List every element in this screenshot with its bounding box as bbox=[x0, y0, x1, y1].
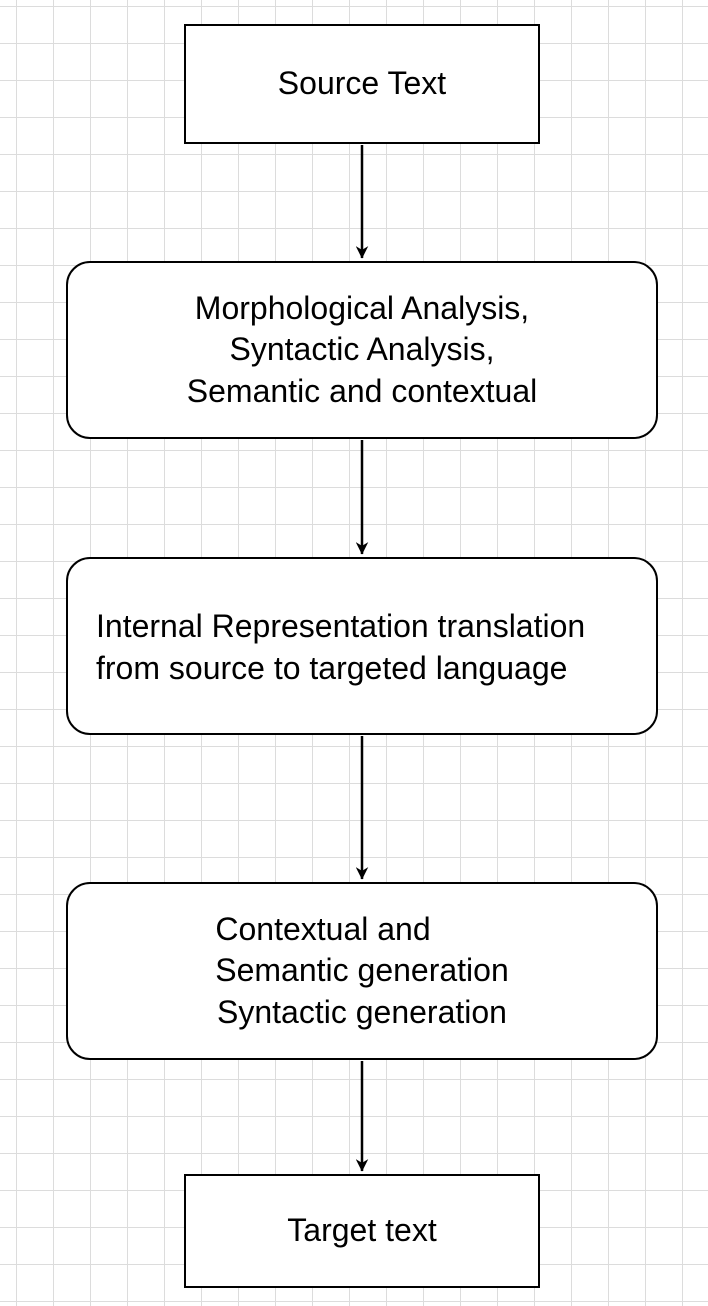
generation-line-3: Syntactic generation bbox=[217, 993, 507, 1030]
analysis-box[interactable]: Morphological Analysis, Syntactic Analys… bbox=[66, 261, 658, 439]
source-text-box[interactable]: Source Text bbox=[184, 24, 540, 144]
internal-representation-line-1: Internal Representation translation bbox=[96, 608, 586, 645]
internal-representation-line-2: from source to targeted language bbox=[96, 650, 568, 686]
generation-box[interactable]: Contextual and Semantic generation Synta… bbox=[66, 882, 658, 1060]
analysis-line-3: Semantic and contextual bbox=[186, 372, 538, 409]
analysis-line-1: Morphological Analysis, bbox=[194, 289, 530, 326]
source-text-label: Source Text bbox=[277, 65, 447, 102]
generation-line-2: Semantic generation bbox=[215, 952, 509, 989]
target-text-box[interactable]: Target text bbox=[184, 1174, 540, 1288]
internal-representation-box[interactable]: Internal Representation translation from… bbox=[66, 557, 658, 735]
target-text-label: Target text bbox=[287, 1212, 437, 1249]
analysis-line-2: Syntactic Analysis, bbox=[229, 331, 495, 368]
generation-line-1: Contextual and bbox=[215, 910, 431, 947]
